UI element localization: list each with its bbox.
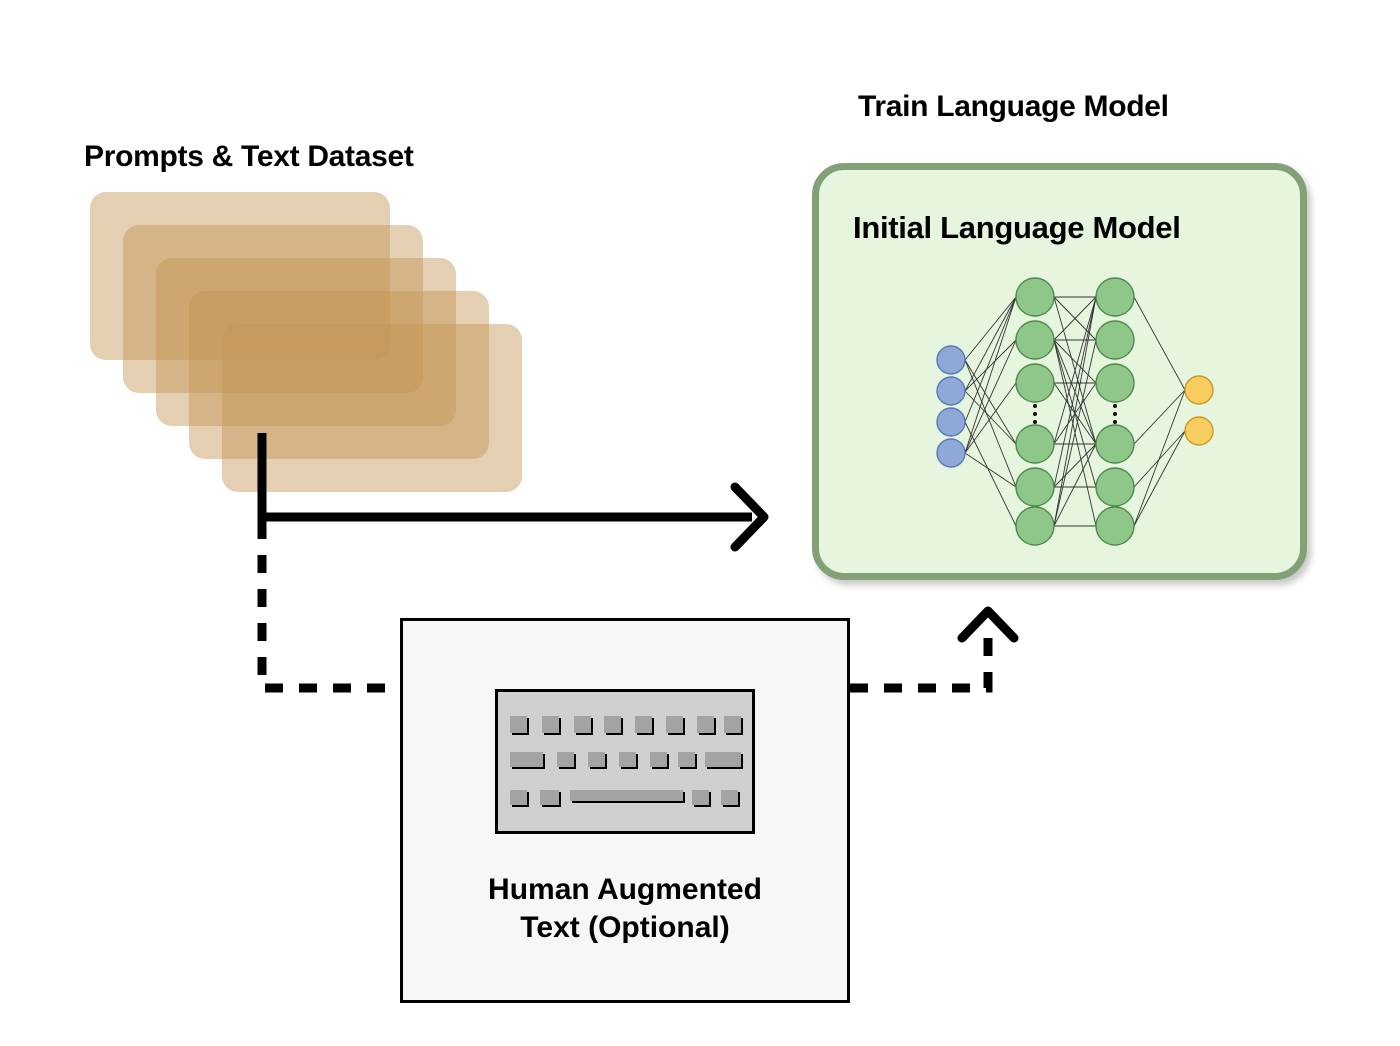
- network-node-input-layer: [936, 438, 966, 468]
- keyboard-key: [635, 716, 652, 733]
- network-edge: [964, 296, 1017, 423]
- keyboard-key: [510, 716, 527, 733]
- keyboard-key: [570, 790, 683, 801]
- network-node-hidden-layer-1: [1015, 277, 1055, 317]
- keyboard-key: [697, 716, 714, 733]
- ellipsis-dot-icon: [1033, 420, 1037, 424]
- network-edge: [964, 339, 1017, 454]
- network-node-input-layer: [936, 376, 966, 406]
- network-node-hidden-layer-2: [1095, 506, 1135, 546]
- network-node-hidden-layer-1: [1015, 506, 1055, 546]
- network-edge: [1133, 389, 1186, 445]
- keyboard-key: [557, 752, 574, 767]
- keyboard-key: [574, 716, 591, 733]
- network-edge: [964, 359, 1017, 445]
- network-edge: [964, 421, 1017, 527]
- network-edge: [964, 296, 1017, 361]
- network-edge: [1053, 296, 1097, 445]
- network-node-hidden-layer-1: [1015, 424, 1055, 464]
- keyboard-key: [588, 752, 605, 767]
- dataset-card: [123, 225, 423, 393]
- network-edge: [964, 452, 1017, 488]
- human-to-model-arrowhead: [957, 606, 1019, 643]
- network-node-output-layer: [1184, 375, 1214, 405]
- train-language-model-title: Train Language Model: [858, 90, 1169, 123]
- network-edge: [1133, 389, 1186, 527]
- keyboard-key: [721, 790, 738, 805]
- dataset-card: [156, 258, 456, 426]
- keyboard-key: [678, 752, 695, 767]
- network-edge: [1053, 296, 1097, 527]
- network-edge: [964, 296, 1017, 392]
- keyboard-key: [540, 790, 559, 805]
- keyboard-key: [705, 752, 741, 767]
- network-node-hidden-layer-2: [1095, 320, 1135, 360]
- keyboard-icon: [495, 689, 755, 834]
- human-to-model-dashed-line: [850, 628, 993, 693]
- dataset-card: [189, 291, 489, 459]
- dataset-to-human-dashed-line: [257, 521, 400, 693]
- network-edge: [1133, 296, 1186, 391]
- network-edge: [1133, 430, 1186, 527]
- human-augmented-text-box: Human Augmented Text (Optional): [400, 618, 850, 1003]
- network-edge: [964, 359, 1017, 488]
- ellipsis-dot-icon: [1113, 412, 1117, 416]
- human-augmented-text-label: Human Augmented Text (Optional): [403, 871, 847, 948]
- network-node-hidden-layer-2: [1095, 277, 1135, 317]
- dataset-to-model-arrowhead: [730, 482, 769, 552]
- network-node-hidden-layer-2: [1095, 467, 1135, 507]
- network-node-input-layer: [936, 345, 966, 375]
- keyboard-key: [724, 716, 741, 733]
- neural-network-diagram: [936, 277, 1214, 546]
- keyboard-key: [666, 716, 683, 733]
- network-node-hidden-layer-1: [1015, 467, 1055, 507]
- keyboard-key: [650, 752, 667, 767]
- initial-language-model-box: [812, 163, 1307, 580]
- network-node-hidden-layer-2: [1095, 424, 1135, 464]
- network-edge: [1053, 339, 1097, 384]
- keyboard-key: [619, 752, 636, 767]
- ellipsis-dot-icon: [1113, 404, 1117, 408]
- network-edge: [1053, 296, 1097, 488]
- network-edge: [1053, 296, 1097, 341]
- network-edge: [964, 382, 1017, 454]
- dataset-title: Prompts & Text Dataset: [84, 140, 414, 173]
- initial-language-model-title: Initial Language Model: [853, 210, 1181, 245]
- keyboard-key: [604, 716, 621, 733]
- ellipsis-dot-icon: [1113, 420, 1117, 424]
- ellipsis-dot-icon: [1033, 404, 1037, 408]
- dataset-card: [90, 192, 390, 360]
- network-edge: [1053, 339, 1097, 527]
- keyboard-key: [510, 790, 527, 805]
- network-edge: [1053, 443, 1097, 527]
- dataset-card-stack: [90, 192, 530, 492]
- keyboard-key: [692, 790, 709, 805]
- network-node-hidden-layer-1: [1015, 363, 1055, 403]
- network-edge: [964, 296, 1017, 454]
- ellipsis-dot-icon: [1033, 412, 1037, 416]
- network-node-input-layer: [936, 407, 966, 437]
- network-edge: [964, 339, 1017, 392]
- network-edge: [1053, 443, 1097, 488]
- network-node-output-layer: [1184, 416, 1214, 446]
- network-node-hidden-layer-1: [1015, 320, 1055, 360]
- keyboard-key: [542, 716, 559, 733]
- keyboard-key: [510, 752, 543, 767]
- network-node-hidden-layer-2: [1095, 363, 1135, 403]
- dataset-card: [222, 324, 522, 492]
- human-label-line-1: Human Augmented: [488, 873, 762, 906]
- human-label-line-2: Text (Optional): [520, 911, 730, 945]
